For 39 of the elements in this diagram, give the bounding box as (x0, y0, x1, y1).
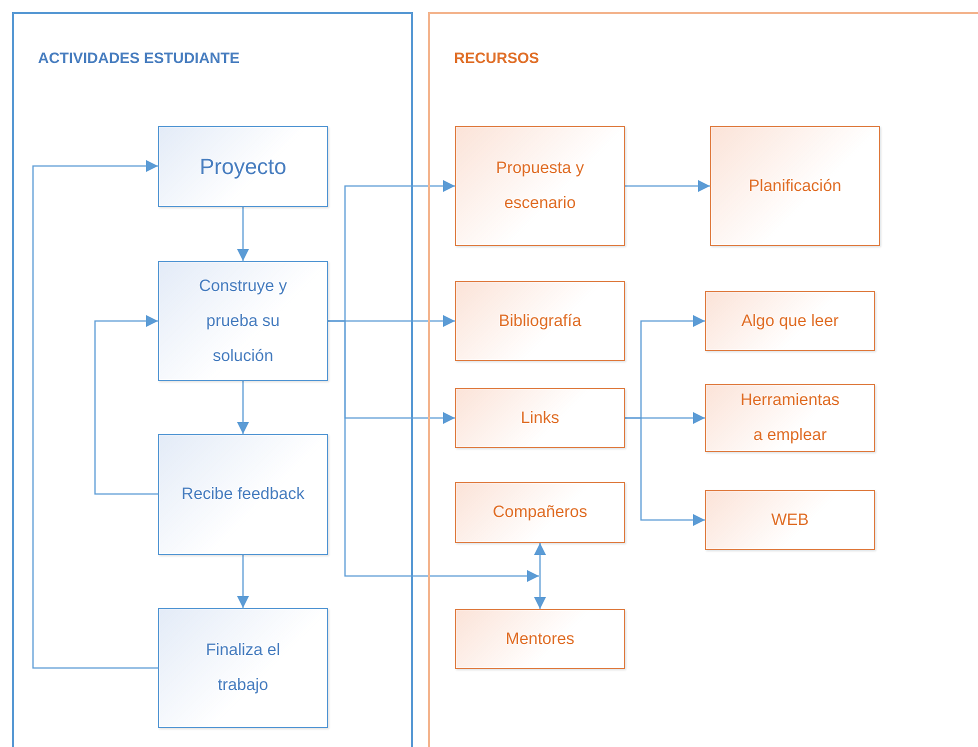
process-box (705, 291, 875, 351)
arrow (625, 417, 705, 526)
process-box (705, 490, 875, 550)
box-label: Herramientas a emplear (739, 390, 841, 446)
box-label: Compañeros (492, 502, 588, 523)
box-label: Planificación (748, 176, 842, 196)
process-box (710, 126, 880, 246)
box-label: Proyecto (198, 153, 288, 181)
box-label: Bibliografía (498, 310, 582, 332)
process-box (158, 261, 328, 381)
box-label: Links (520, 408, 560, 428)
process-box (455, 482, 625, 543)
panel-heading: ACTIVIDADES ESTUDIANTE (38, 50, 240, 67)
arrow (328, 320, 539, 582)
process-box (455, 126, 625, 246)
arrow (625, 180, 710, 192)
process-box (455, 281, 625, 361)
box-label: Construye y prueba su solución (198, 276, 288, 366)
box-label: Finaliza el trabajo (204, 640, 282, 696)
arrow (237, 555, 249, 608)
arrow (534, 543, 546, 609)
box-label: Mentores (504, 628, 576, 650)
arrow (237, 381, 249, 434)
group-panel (12, 12, 413, 747)
process-box (455, 388, 625, 448)
box-label: WEB (770, 510, 810, 530)
box-label: Recibe feedback (180, 484, 306, 505)
arrow (94, 315, 158, 495)
arrow (237, 207, 249, 261)
process-box (158, 434, 328, 555)
box-label: Propuesta y escenario (494, 158, 586, 214)
process-box (705, 384, 875, 452)
panel-heading: RECURSOS (454, 50, 540, 67)
box-label: Algo que leer (740, 310, 840, 332)
process-box (158, 608, 328, 728)
process-box (158, 126, 328, 207)
arrow (32, 160, 158, 669)
group-panel (428, 12, 978, 747)
process-box (455, 609, 625, 669)
